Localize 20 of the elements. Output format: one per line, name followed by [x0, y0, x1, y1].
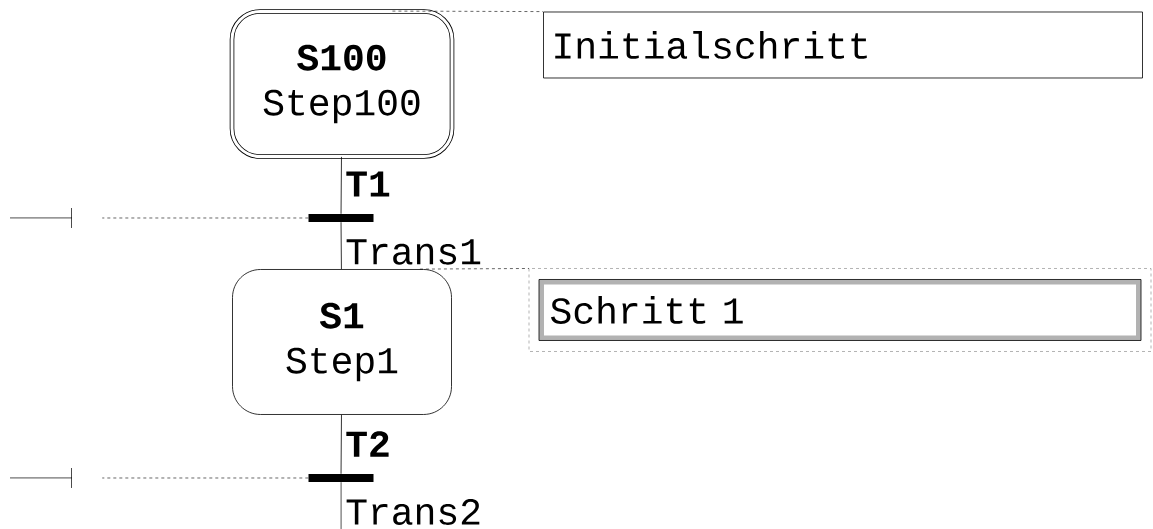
- transition-label: T2: [346, 431, 389, 457]
- transition-bar: [308, 214, 374, 222]
- transition-label: T1: [346, 171, 390, 197]
- connection-line: [340, 221, 342, 270]
- connection-line: [340, 414, 342, 475]
- comment-box: Schritt 1: [528, 268, 1152, 352]
- comment-link: [392, 10, 544, 12]
- step-box: S1 Step1: [232, 269, 452, 415]
- jump-symbol: [10, 208, 72, 228]
- comment-box: Initialschritt: [543, 11, 1143, 79]
- connection-line: [101, 217, 309, 219]
- connection-line: [340, 156, 342, 215]
- jump-symbol: [10, 468, 72, 488]
- comment-link: [419, 268, 530, 270]
- transition-label: Trans2: [346, 499, 480, 525]
- transition-bar: [308, 474, 374, 482]
- step-box: S100 Step100: [229, 9, 455, 159]
- connection-line: [340, 481, 342, 529]
- connection-line: [101, 477, 309, 479]
- transition-label: Trans1: [346, 239, 481, 265]
